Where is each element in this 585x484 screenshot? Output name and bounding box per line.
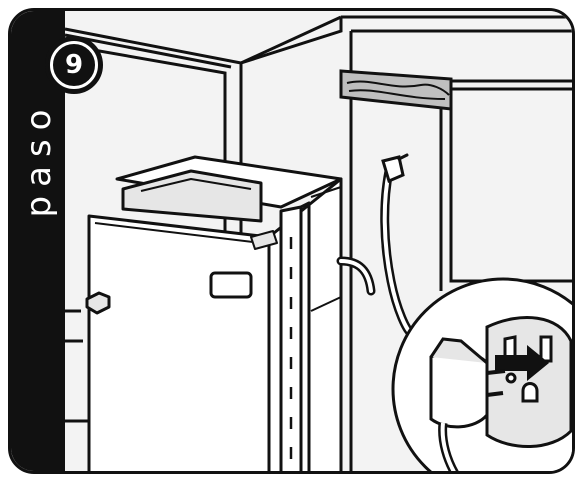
- step-number-ring: 9: [50, 41, 98, 89]
- step-word: paso: [19, 95, 59, 223]
- outlet-icon: [487, 318, 571, 447]
- step-frame: 9 paso: [8, 8, 575, 474]
- refrigerator-illustration: [87, 157, 341, 474]
- step-number-badge: 9: [45, 36, 103, 94]
- step-number: 9: [65, 52, 83, 78]
